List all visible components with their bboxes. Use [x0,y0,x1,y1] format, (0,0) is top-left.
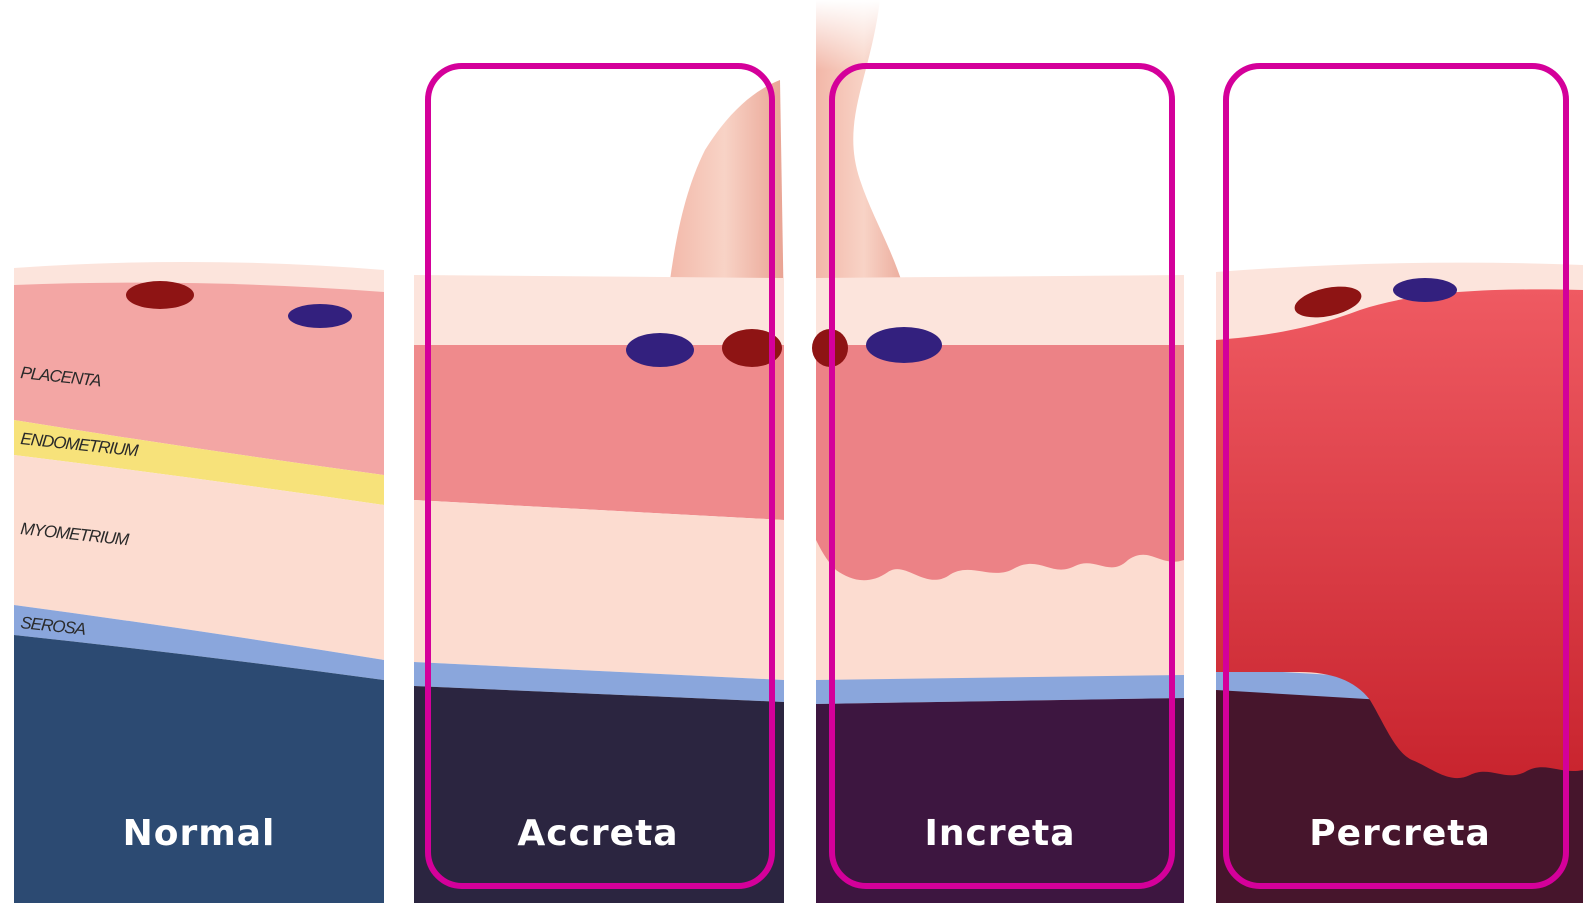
panel-label-normal: Normal [123,813,276,854]
accreta-top-layer [414,275,784,345]
panel-label-accreta: Accreta [517,813,678,854]
panel-label-percreta: Percreta [1309,813,1491,854]
panel-percreta: Percreta [1216,263,1583,903]
panel-increta: Increta [800,0,1184,903]
normal-artery [126,281,194,309]
accreta-vein [626,333,694,367]
normal-base [14,635,384,903]
accreta-placenta-layer [414,345,784,520]
accreta-myometrium-layer [414,500,784,680]
percreta-vein [1393,278,1457,302]
increta-top-layer [816,275,1184,345]
increta-placenta-invasion [816,345,1184,580]
panel-label-increta: Increta [924,813,1075,854]
increta-base [816,698,1184,903]
accreta-base [414,686,784,903]
normal-vein [288,304,352,328]
increta-cord-fade [800,0,940,70]
increta-vein [866,327,942,363]
panel-normal: PLACENTA ENDOMETRIUM MYOMETRIUM SEROSA N… [14,262,384,903]
panel-accreta: Accreta [414,80,784,903]
